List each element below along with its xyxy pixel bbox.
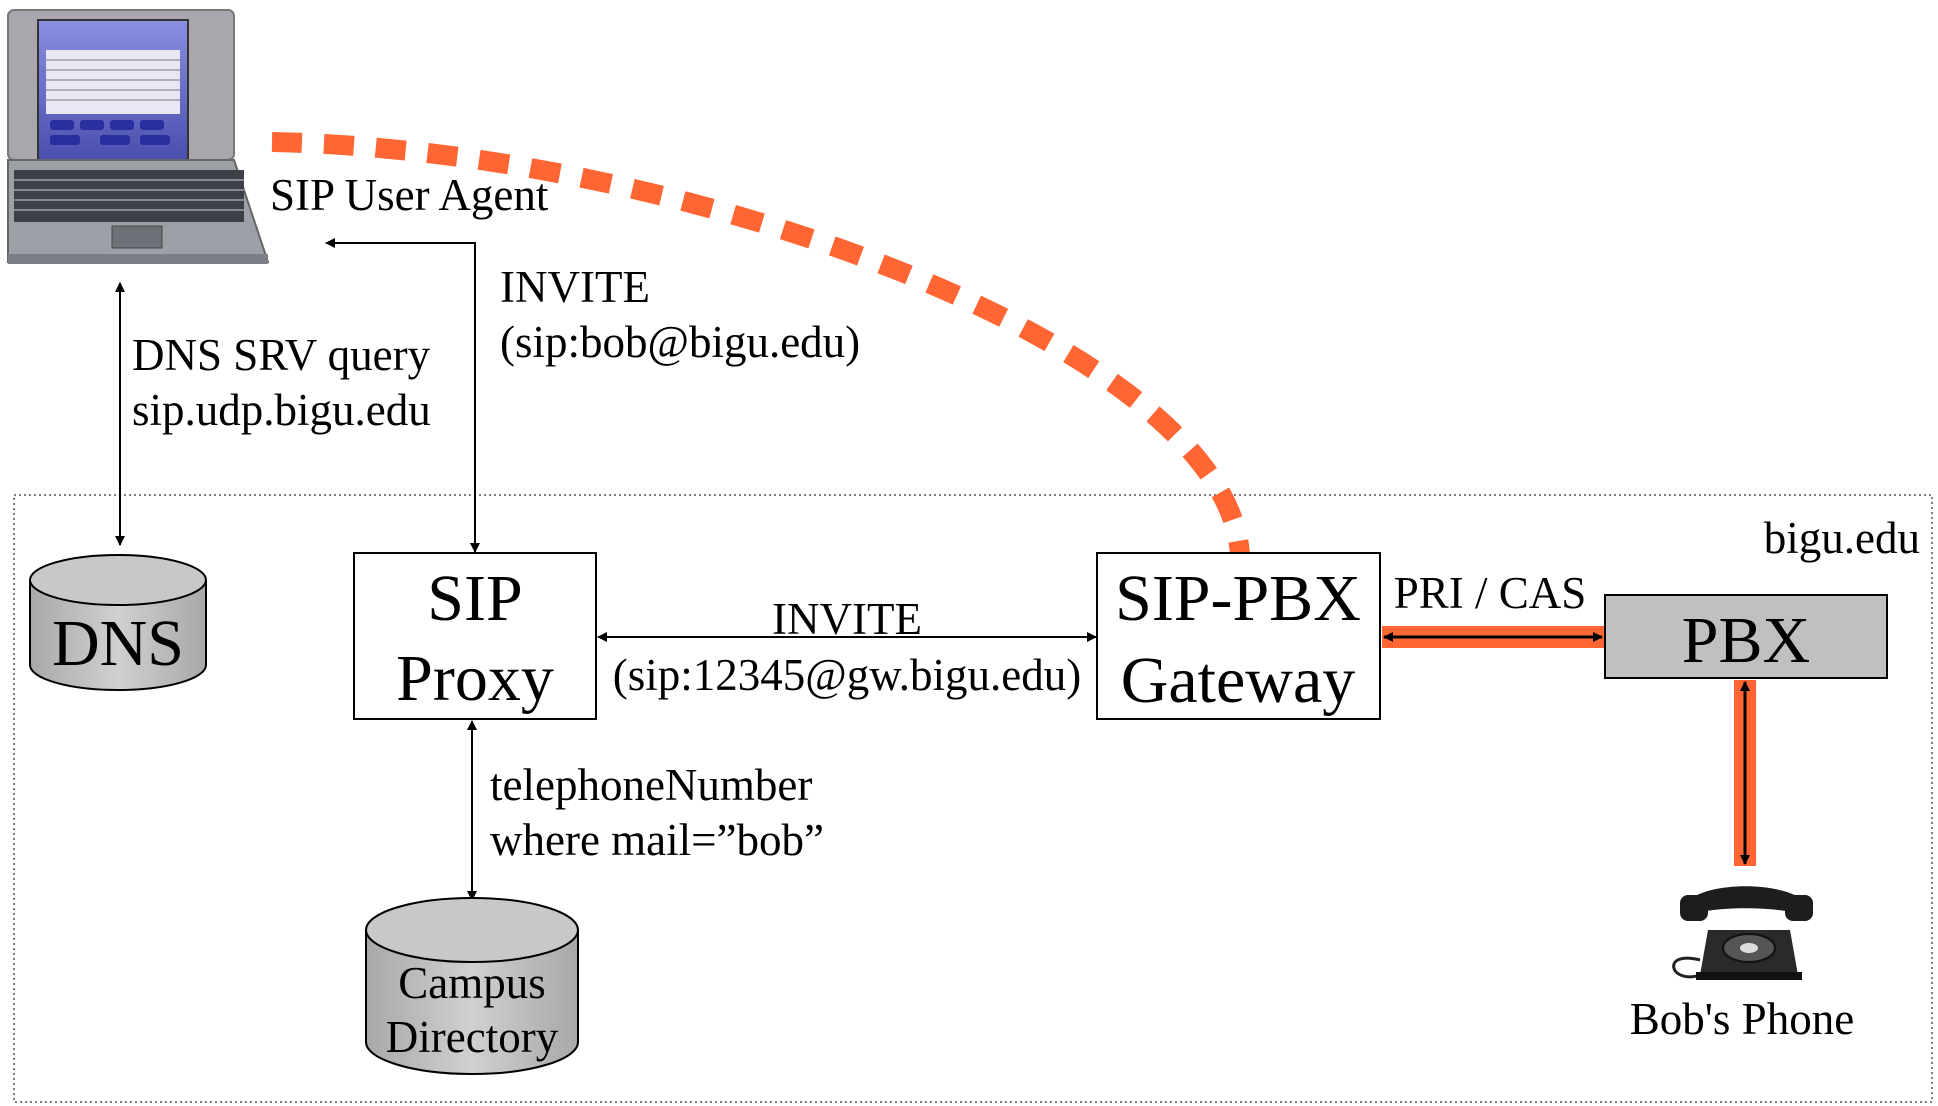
pbx-label: PBX bbox=[1682, 604, 1810, 677]
dns-query-name: sip.udp.bigu.edu bbox=[132, 385, 431, 435]
phone-label: Bob's Phone bbox=[1630, 994, 1854, 1044]
laptop-icon bbox=[7, 9, 270, 264]
media-path-arc bbox=[271, 132, 1250, 556]
dns-server bbox=[29, 554, 207, 691]
sip-proxy-box bbox=[353, 552, 597, 720]
rotary-phone-icon bbox=[1672, 886, 1813, 980]
directory-query-filter: where mail=”bob” bbox=[490, 815, 824, 865]
invite-ua-arrow bbox=[325, 238, 480, 553]
trunk-label: PRI / CAS bbox=[1394, 568, 1587, 618]
directory-label: Campus bbox=[398, 958, 546, 1008]
directory-label-2: Directory bbox=[386, 1012, 559, 1062]
gateway-box bbox=[1096, 552, 1381, 720]
domain-boundary bbox=[13, 494, 1933, 1103]
invite-gw-method: INVITE bbox=[772, 594, 922, 644]
gateway-label-2: Gateway bbox=[1121, 644, 1356, 717]
directory-query-attr: telephoneNumber bbox=[490, 760, 812, 810]
invite-ua-method: INVITE bbox=[500, 262, 650, 312]
sip-proxy-label: SIP bbox=[427, 562, 522, 635]
dns-query-label: DNS SRV query bbox=[132, 330, 431, 380]
pbx-box bbox=[1604, 594, 1888, 679]
gateway-label: SIP-PBX bbox=[1115, 562, 1361, 635]
domain-label: bigu.edu bbox=[1764, 513, 1920, 563]
invite-gw-uri: (sip:12345@gw.bigu.edu) bbox=[613, 650, 1081, 700]
dns-label: DNS bbox=[52, 607, 184, 680]
sip-proxy-label-2: Proxy bbox=[396, 642, 554, 715]
user-agent-label: SIP User Agent bbox=[270, 170, 549, 220]
campus-directory bbox=[365, 897, 579, 1075]
invite-ua-uri: (sip:bob@bigu.edu) bbox=[500, 317, 860, 367]
